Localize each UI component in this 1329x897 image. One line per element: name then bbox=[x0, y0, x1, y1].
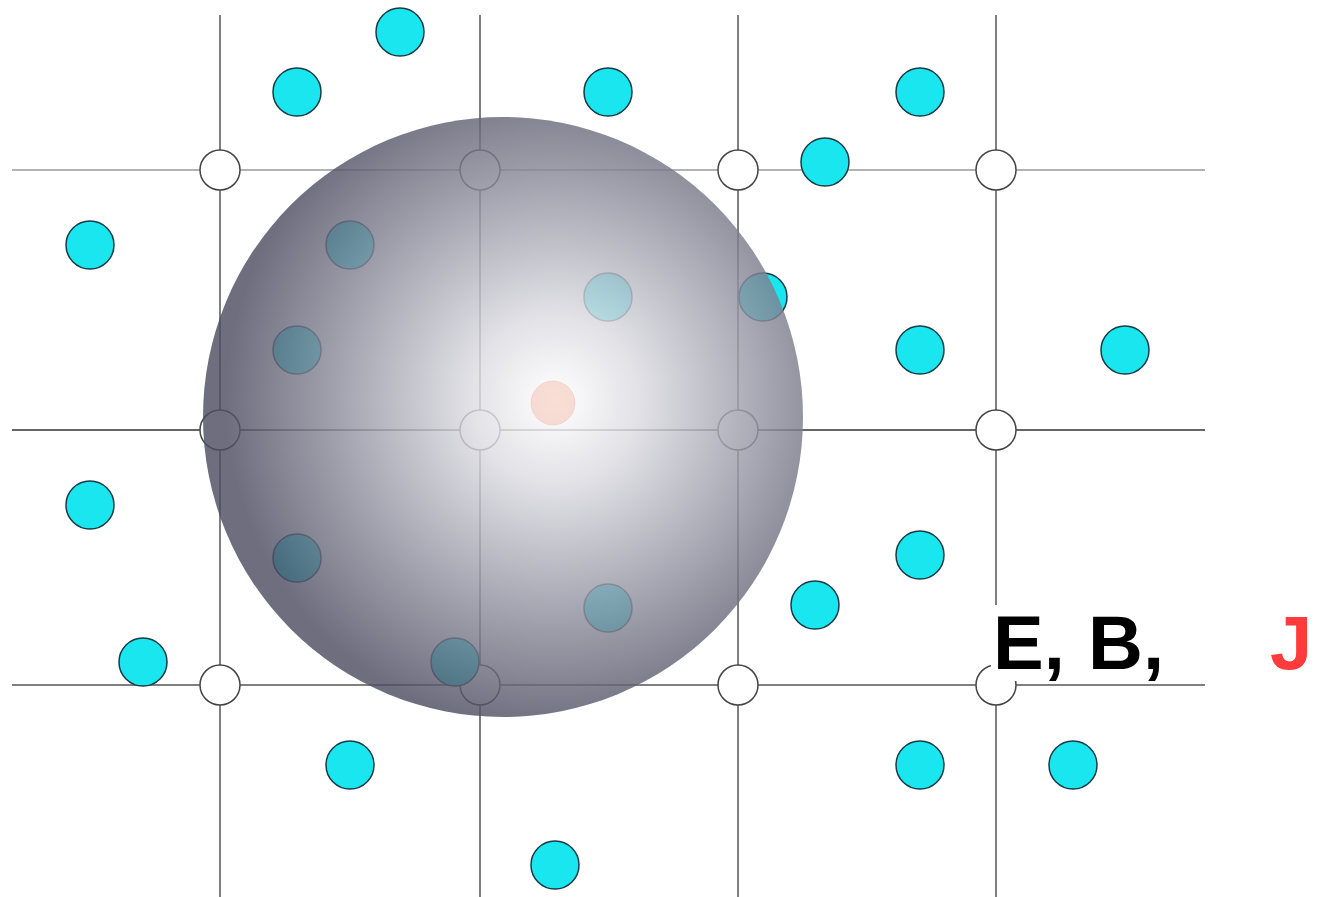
particle bbox=[801, 138, 849, 186]
particle bbox=[791, 581, 839, 629]
particles bbox=[66, 8, 1149, 889]
shaded-sphere bbox=[203, 117, 803, 717]
particle bbox=[376, 8, 424, 56]
particle bbox=[326, 741, 374, 789]
particle bbox=[119, 638, 167, 686]
grid-node bbox=[976, 150, 1016, 190]
particle bbox=[584, 68, 632, 116]
particle bbox=[896, 741, 944, 789]
field-label: B, bbox=[1086, 605, 1166, 681]
grid-node bbox=[718, 150, 758, 190]
particle bbox=[1101, 326, 1149, 374]
particle bbox=[66, 481, 114, 529]
particle bbox=[273, 68, 321, 116]
particle bbox=[1049, 741, 1097, 789]
grid-node bbox=[718, 665, 758, 705]
grid-lines bbox=[12, 15, 1205, 897]
particle bbox=[896, 326, 944, 374]
particle bbox=[896, 68, 944, 116]
grid-node bbox=[200, 665, 240, 705]
particle bbox=[896, 531, 944, 579]
particle bbox=[66, 221, 114, 269]
center-charge bbox=[531, 381, 575, 425]
grid-node bbox=[976, 410, 1016, 450]
grid-node bbox=[200, 150, 240, 190]
grid-line bbox=[995, 15, 997, 897]
field-label: E, bbox=[991, 605, 1067, 681]
particle bbox=[531, 841, 579, 889]
field-label: J bbox=[1268, 605, 1314, 681]
